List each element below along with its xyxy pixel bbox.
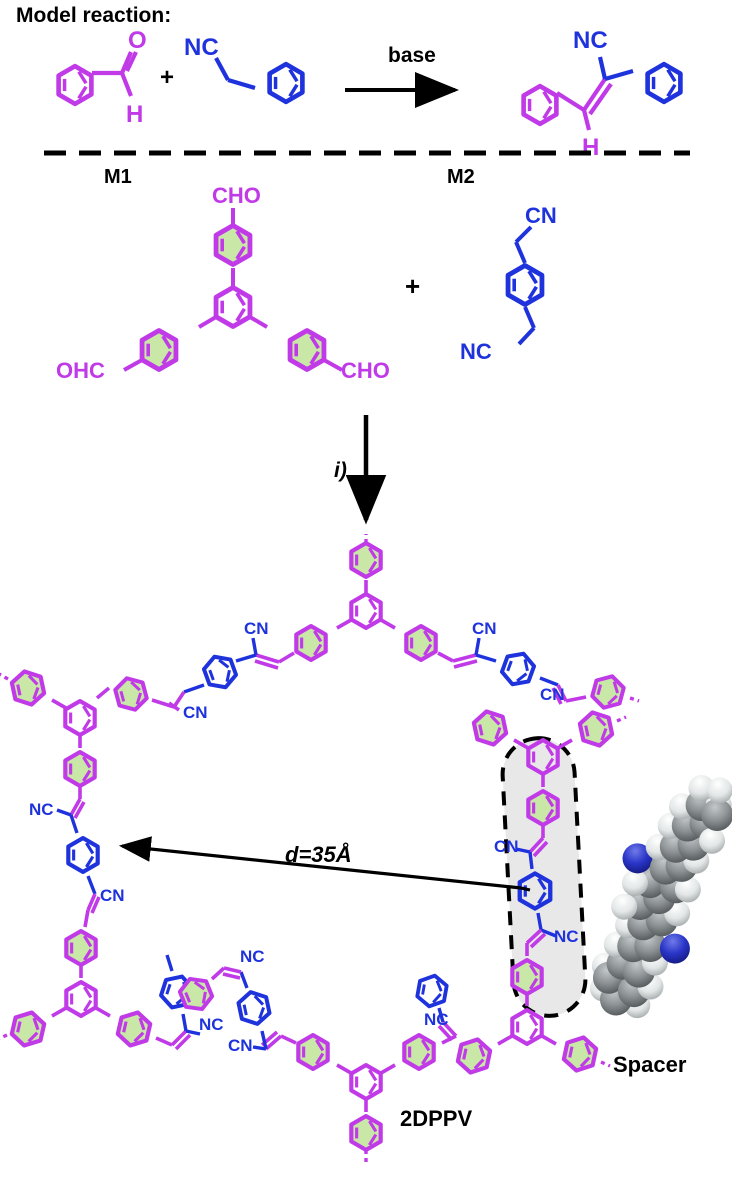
vinyl-hydrogen-label: H: [582, 134, 599, 161]
model-plus-sign: +: [160, 64, 174, 91]
aldehyde-hydrogen-label: H: [126, 101, 143, 128]
cn-label-top: CN: [525, 203, 557, 228]
cyanostilbene-product-molecule: H NC: [524, 27, 681, 161]
spacer-space-filling-model: Spacer: [589, 774, 732, 1077]
distance-label: d=35Å: [285, 842, 352, 867]
phenylacetonitrile-molecule: NC: [184, 34, 302, 102]
benzaldehyde-molecule: O H: [59, 27, 147, 128]
network-node-top: [296, 534, 435, 660]
arrow-condition-label: base: [388, 44, 436, 67]
spacer-model-label: Spacer: [613, 1052, 687, 1077]
monomer-plus-sign: +: [405, 271, 420, 301]
network-node-bottom: [298, 1035, 433, 1162]
monomer-m1-label: M1: [104, 166, 132, 188]
network-node-lower-left: [0, 965, 152, 1049]
polymerization-arrow-group: i): [334, 415, 387, 525]
polymerization-condition-label: i): [334, 459, 347, 482]
product-nitrile-label: NC: [573, 27, 608, 54]
nc-network-3: NC: [29, 800, 54, 819]
cn-network-7: NC: [240, 947, 265, 966]
cho-label-left: OHC: [56, 358, 105, 383]
polymer-name-label: 2DPPV: [400, 1106, 472, 1131]
trialdehyde-monomer: CHO OHC CHO: [56, 183, 390, 383]
cn-network-2: CN: [183, 703, 208, 722]
page-title: Model reaction:: [16, 4, 171, 27]
linker-bottom-left-chain: CN NC: [177, 947, 297, 1055]
linker-bottom-left: NC: [155, 954, 224, 1051]
cn-network-6: CN: [228, 1036, 253, 1055]
cn-network-10: CN: [472, 619, 497, 638]
linker-top-left: CN CN: [111, 619, 295, 722]
network-node-upper-left: [0, 668, 111, 785]
reaction-arrow-group: base: [345, 44, 459, 108]
cn-spacer-bottom: NC: [554, 927, 579, 946]
nc-spacer-top: CN: [494, 837, 519, 856]
cho-label-top: CHO: [212, 183, 261, 208]
monomer-m2-label: M2: [447, 166, 475, 188]
nitrile-label: NC: [184, 34, 219, 61]
cn-label-bottom: NC: [460, 339, 492, 364]
model-reaction-group: O H + NC base H NC: [59, 27, 681, 161]
linker-left-upper: NC CN: [29, 786, 125, 965]
polymer-network-group: CN CN NC: [0, 534, 640, 1162]
distance-annotation: d=35Å: [118, 836, 531, 892]
cn-network-4: CN: [100, 886, 125, 905]
spacer-unit-structure: CN NC: [456, 708, 627, 1075]
cn-network-5: NC: [199, 1015, 224, 1034]
aldehyde-oxygen-label: O: [128, 27, 147, 54]
cho-label-right: CHO: [341, 358, 390, 383]
monomers-group: CHO OHC CHO + CN NC: [56, 183, 557, 383]
cn-network-1: CN: [244, 619, 269, 638]
cn-network-12: NC: [424, 1010, 449, 1029]
nc-network-11: CN: [540, 685, 565, 704]
linker-bottom-right: NC: [414, 971, 458, 1045]
linker-top-right: CN CN: [437, 619, 640, 714]
dinitrile-monomer: CN NC: [460, 203, 557, 364]
